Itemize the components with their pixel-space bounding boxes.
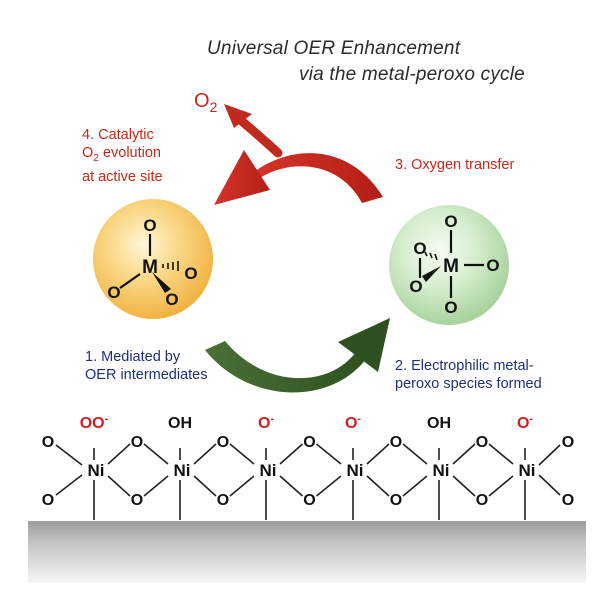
left-hashed-bond	[162, 261, 179, 271]
surface-ni-atom: Ni	[433, 461, 450, 480]
step-1-line-2: OER intermediates	[85, 367, 208, 383]
surface-bond	[402, 443, 428, 465]
surface-ni-atom: Ni	[88, 461, 105, 480]
surface-bond	[279, 443, 304, 465]
left-complex-metal: M	[142, 257, 158, 278]
right-complex-oxygen: O	[444, 298, 457, 317]
step-4-line-1: 4. Catalytic	[82, 127, 154, 143]
surface-bond	[402, 475, 428, 497]
surface-bridge-oxygen: O	[217, 434, 229, 451]
surface-end-oxygen: O	[562, 434, 574, 451]
surface-atoms: O O O O Ni OO- O O Ni OH O O Ni O- O O Ni O- O O Ni OH O O Ni O-	[42, 413, 574, 509]
o2-sub: 2	[209, 99, 218, 115]
left-complex-oxygen: O	[143, 216, 156, 235]
surface-top-group: OO-	[80, 413, 109, 432]
step-4-label: 4. Catalytic O2 evolution at active site	[82, 126, 163, 186]
left-metal-complex: M O O O O	[93, 199, 213, 319]
step-4-rest: evolution	[98, 145, 161, 161]
surface-bond	[229, 475, 255, 497]
surface-bond	[55, 444, 83, 466]
step-4-sub: 2	[93, 152, 99, 164]
surface-ni-atom: Ni	[347, 461, 364, 480]
right-complex-oxygen: O	[409, 277, 422, 296]
step-4-o: O	[82, 145, 94, 161]
surface-bond	[193, 443, 217, 465]
surface-bridge-oxygen: O	[390, 434, 402, 451]
o2-main: O	[194, 90, 210, 112]
o2-product-label: O2	[194, 90, 217, 115]
step-3-label: 3. Oxygen transfer	[395, 157, 515, 173]
right-complex-oxygen: O	[486, 256, 499, 275]
right-complex-metal: M	[443, 256, 459, 277]
right-complex-sphere	[389, 205, 509, 325]
surface-bond	[366, 475, 390, 497]
surface-bond	[229, 443, 255, 465]
right-metal-complex: M O O O O O	[389, 205, 509, 325]
right-wedge-bond	[422, 266, 441, 282]
surface-bond	[452, 475, 476, 497]
surface-bond	[315, 475, 342, 497]
electrode-substrate	[28, 521, 586, 583]
surface-top-group: OH	[427, 415, 451, 432]
surface-ni-atom: Ni	[174, 461, 191, 480]
surface-bond	[193, 475, 217, 497]
step-2-line-2: peroxo species formed	[395, 376, 542, 392]
surface-bond	[143, 443, 169, 465]
step-4-line-2: O2 evolution	[82, 144, 163, 168]
title-line-2: via the metal-peroxo cycle	[299, 64, 525, 85]
step-1-label: 1. Mediated by OER intermediates	[85, 348, 208, 384]
surface-bridge-oxygen: O	[217, 492, 229, 509]
surface-top-group: O-	[258, 413, 274, 432]
surface-ni-atom: Ni	[519, 461, 536, 480]
surface-bond	[279, 475, 304, 497]
surface-top-group: O-	[517, 413, 533, 432]
green-cycle-arrow	[205, 318, 390, 393]
surface-top-group: OH	[168, 415, 192, 432]
left-wedge-bond	[152, 272, 171, 293]
surface-bond	[366, 443, 390, 465]
surface-bond	[452, 443, 476, 465]
surface-bond	[538, 474, 561, 496]
right-complex-oxygen: O	[444, 212, 457, 231]
right-hashed-bond	[424, 251, 438, 261]
surface-bond	[488, 443, 514, 465]
surface-bond	[107, 443, 131, 465]
left-complex-oxygen: O	[107, 283, 120, 302]
left-complex-oxygen: O	[184, 264, 197, 283]
surface-end-oxygen: O	[42, 492, 54, 509]
surface-bridge-oxygen: O	[390, 492, 402, 509]
surface-bridge-oxygen: O	[303, 492, 315, 509]
surface-bridge-oxygen: O	[303, 434, 315, 451]
surface-bridge-oxygen: O	[131, 492, 143, 509]
step-2-line-1: 2. Electrophilic metal-	[395, 358, 534, 374]
surface-bond	[55, 474, 83, 496]
surface-bridge-oxygen: O	[476, 492, 488, 509]
surface-top-group: O-	[345, 413, 361, 432]
left-complex-sphere	[93, 199, 213, 319]
surface-bond	[107, 475, 131, 497]
left-complex-oxygen: O	[165, 290, 178, 309]
step-4-line-3: at active site	[82, 168, 163, 185]
right-complex-oxygen: O	[413, 239, 426, 258]
surface-bond	[488, 475, 514, 497]
surface-end-oxygen: O	[42, 434, 54, 451]
title-line-1: Universal OER Enhancement	[207, 38, 461, 59]
surface-bond	[143, 475, 169, 497]
surface-end-oxygen: O	[562, 492, 574, 509]
surface-bond	[315, 443, 342, 465]
red-cycle-arrow	[214, 104, 383, 205]
surface-bridge-oxygen: O	[131, 434, 143, 451]
surface-bridge-oxygen: O	[476, 434, 488, 451]
step-1-line-1: 1. Mediated by	[85, 349, 181, 365]
step-2-label: 2. Electrophilic metal- peroxo species f…	[395, 357, 542, 393]
surface-bond	[538, 444, 561, 466]
surface-bonds	[55, 443, 561, 520]
surface-ni-atom: Ni	[260, 461, 277, 480]
